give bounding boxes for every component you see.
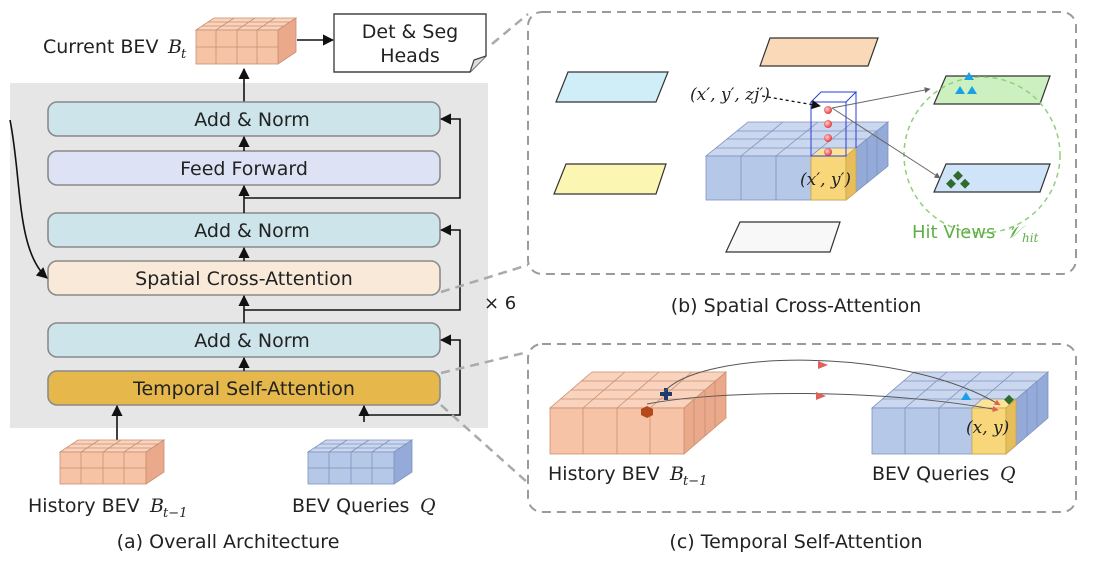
point-3d-leader (761, 95, 821, 110)
add-norm-label: Add & Norm (194, 220, 310, 242)
caption-c: (c) Temporal Self-Attention (669, 531, 922, 553)
current-bev-symbol: B (167, 36, 182, 58)
bev-queries-grid-icon (306, 439, 414, 485)
history-sample-points (641, 388, 672, 418)
current-bev-subscript: t (181, 47, 187, 62)
temporal-self-attention-label: Temporal Self-Attention (132, 378, 355, 400)
bev-queries-label: BEV Queries (292, 495, 409, 517)
heads-line2: Heads (380, 45, 440, 67)
camera-view-left-top (555, 71, 669, 103)
history-bev-subscript: t−1 (163, 506, 187, 521)
projected-point-markers-bottom (946, 170, 970, 189)
temporal-bev-queries-label: BEV Queries (872, 463, 989, 485)
feed-forward-label: Feed Forward (180, 158, 308, 180)
projection-arrows (831, 87, 941, 179)
pillar-box (809, 91, 858, 157)
spatial-cross-attention-block: Spatial Cross-Attention (47, 260, 441, 296)
current-bev-label: Current BEV (43, 36, 158, 58)
history-bev-symbol: B (149, 495, 164, 517)
add-norm-label: Add & Norm (194, 109, 310, 131)
feed-forward-block: Feed Forward (47, 150, 441, 186)
add-norm-block-top: Add & Norm (47, 101, 441, 137)
temporal-history-bev-symbol: B (669, 463, 684, 485)
add-norm-label: Add & Norm (194, 330, 310, 352)
zoom-connectors (440, 13, 529, 484)
query-point-label: (x, y) (966, 418, 1009, 438)
hit-views-subscript: hit (1022, 231, 1039, 245)
temporal-history-bev-label: History BEV (548, 463, 660, 485)
query-sample-points (961, 392, 1014, 405)
heads-line1: Det & Seg (362, 21, 458, 43)
reference-points (824, 106, 832, 156)
history-bev-grid-icon (58, 439, 166, 485)
hit-views-label: Hit Views (912, 222, 995, 243)
temporal-history-bev-subscript: t−1 (683, 474, 707, 489)
spatial-cross-attention-label: Spatial Cross-Attention (135, 268, 353, 290)
camera-view-bottom (725, 221, 841, 253)
temporal-self-attention-block: Temporal Self-Attention (47, 370, 441, 406)
history-bev-label: History BEV (28, 495, 140, 517)
add-norm-block-bottom: Add & Norm (47, 322, 441, 358)
point-3d-label: (x′, y′, zj′) (690, 85, 770, 105)
arrow-midpoint-markers (816, 361, 828, 400)
temporal-history-bev-grid (548, 371, 728, 455)
temporal-attention-arrows (646, 359, 1001, 412)
camera-view-hit-top (933, 75, 1051, 105)
camera-view-top (759, 37, 879, 67)
caption-b: (b) Spatial Cross-Attention (671, 295, 922, 317)
projected-point-markers-top (955, 72, 977, 94)
caption-a: (a) Overall Architecture (117, 531, 340, 553)
camera-view-left-bottom (553, 163, 667, 195)
point-2d-label: (x′, y′) (800, 170, 851, 190)
temporal-bev-queries-symbol: Q (1000, 463, 1016, 485)
flow-arrows (9, 113, 461, 442)
det-seg-heads-box: Det & Seg Heads (333, 13, 487, 73)
repeat-label: × 6 (484, 293, 516, 314)
bev-queries-symbol: Q (420, 495, 436, 517)
current-bev-grid-icon (194, 17, 298, 65)
spatial-bev-grid (704, 121, 890, 201)
add-norm-block-middle: Add & Norm (47, 212, 441, 248)
